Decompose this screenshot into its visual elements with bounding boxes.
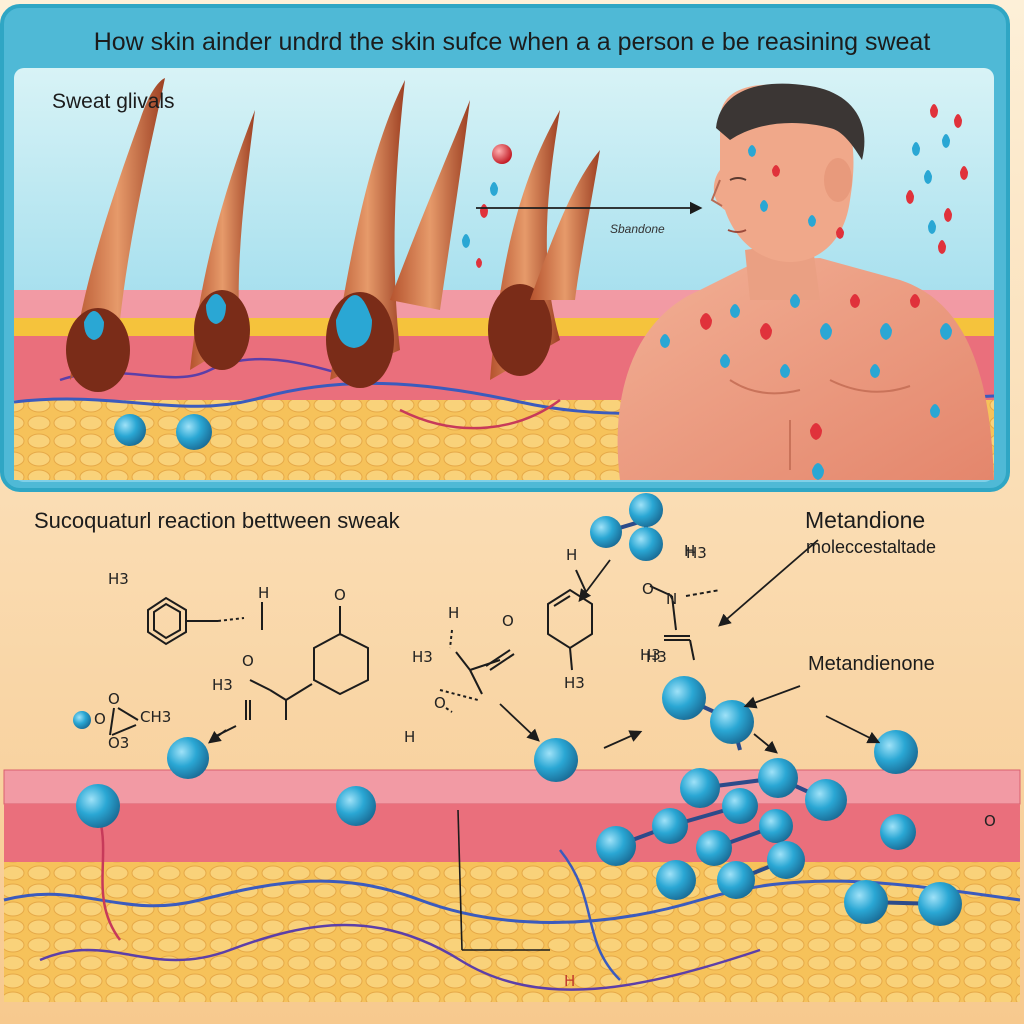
chem-label: H3 — [646, 648, 667, 666]
chem-label: H3 — [686, 544, 707, 562]
molecule-label-metandienone: Metandienone — [808, 653, 935, 675]
chem-label: O — [94, 710, 106, 728]
bottom-skin-cross-section — [3, 769, 1021, 1002]
chemical-structures — [109, 569, 721, 951]
air-sweat-drops — [906, 104, 968, 254]
chem-label: H — [448, 604, 460, 622]
chem-label: N — [666, 590, 678, 608]
molecule-label-metandione: Metandione — [805, 507, 926, 533]
chem-label: H3 — [564, 674, 585, 692]
chem-label: O3 — [108, 734, 130, 752]
chem-label: O — [984, 812, 996, 830]
chem-label: O — [502, 612, 514, 630]
molecule-spheres — [73, 493, 962, 926]
chem-label: O — [642, 580, 654, 598]
reaction-arrows — [207, 539, 881, 754]
reaction-label: Sucoquaturl reaction bettween sweak — [34, 508, 400, 533]
chem-label: H — [566, 546, 578, 564]
chem-label: H3 — [212, 676, 233, 694]
chem-label: H — [404, 728, 416, 746]
chem-label: O — [108, 690, 120, 708]
page-title: How skin ainder undrd the skin sufce whe… — [93, 28, 931, 56]
chem-label: O — [434, 694, 446, 712]
follicle-sweat-drops — [84, 294, 372, 450]
sweat-glands-label: Sweat glivals — [52, 90, 175, 113]
sweating-man — [617, 83, 994, 480]
chem-label: H3 — [412, 648, 433, 666]
chem-label: H3 — [640, 646, 661, 664]
chem-label: H — [564, 972, 576, 990]
molecule-sublabel: moleccestaltade — [806, 537, 937, 557]
chem-label: H — [258, 584, 270, 602]
chem-label: H — [684, 542, 696, 560]
chem-label: CH3 — [140, 708, 172, 726]
chem-label: H3 — [108, 570, 129, 588]
chem-label: O — [242, 652, 254, 670]
arrow-label: Sbandone — [610, 222, 665, 236]
chem-label: O — [334, 586, 346, 604]
body-sweat-drops — [660, 145, 952, 480]
